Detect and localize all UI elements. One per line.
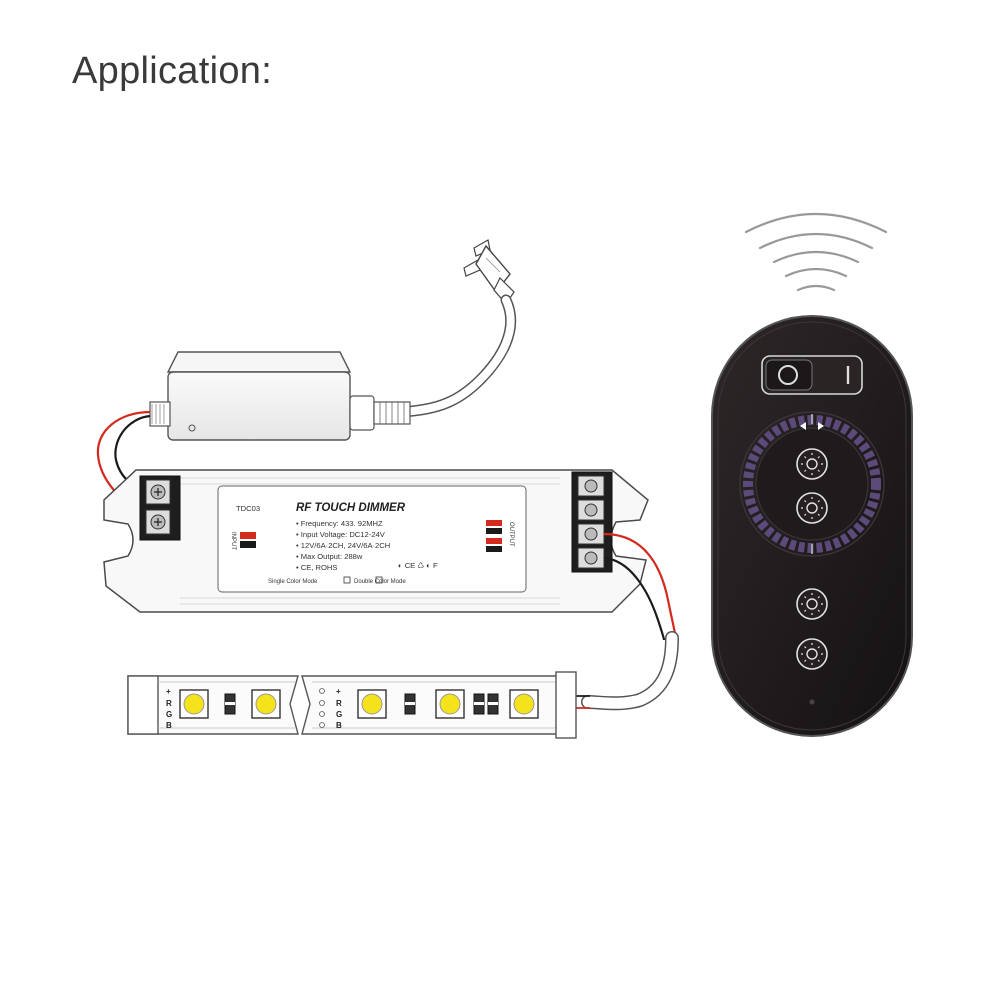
spec-line-1: • Frequency: 433. 92MHZ (296, 519, 383, 528)
power-toggle[interactable] (761, 355, 863, 395)
brightness-down-button[interactable] (796, 492, 828, 524)
power-off-icon (778, 365, 798, 385)
led-chip (179, 689, 209, 719)
wireless-signal-icon (744, 213, 888, 292)
strip-pin-r: R (166, 699, 172, 708)
power-supply-icon (149, 351, 411, 441)
led-chip (251, 689, 281, 719)
touch-ring[interactable] (739, 411, 885, 557)
strip-pin-b: B (336, 721, 342, 730)
strip-pin-b: B (166, 721, 172, 730)
plug-icon (463, 239, 515, 305)
brightness-up-button[interactable] (796, 448, 828, 480)
spec-line-2: • Input Voltage: DC12-24V (296, 530, 386, 539)
channel-2-button[interactable] (796, 638, 828, 670)
output-wire-black (603, 556, 666, 641)
strip-pin-g: G (336, 710, 342, 719)
input-label: INPUT (230, 532, 236, 550)
mode-double-label: Double Color Mode (354, 579, 406, 585)
strip-pin-r: R (336, 699, 342, 708)
strip-pin-plus: + (336, 687, 341, 696)
led-chip (435, 689, 465, 719)
dimmer-model: TDC03 (236, 504, 260, 513)
mode-single-label: Single Color Mode (268, 579, 318, 585)
spec-line-4: • Max Output: 288w (296, 552, 363, 561)
page-heading: Application: (72, 50, 273, 92)
output-label: OUTPUT (508, 522, 514, 547)
brightness-knob-icon (806, 598, 818, 610)
led-chip (357, 689, 387, 719)
brightness-knob-icon (806, 458, 818, 470)
led-chip (509, 689, 539, 719)
channel-1-button[interactable] (796, 588, 828, 620)
dimmer-controller-icon (103, 469, 649, 613)
spec-line-5: • CE, ROHS (296, 563, 337, 572)
brightness-knob-icon (806, 648, 818, 660)
spec-line-3: • 12V/6A·2CH, 24V/6A·2CH (296, 541, 390, 550)
strip-pin-plus: + (166, 687, 171, 696)
dimmer-title: RF TOUCH DIMMER (296, 502, 406, 514)
cert-marks: ◐ CE ♺ ◐ F (398, 561, 438, 570)
indicator-led (809, 699, 815, 705)
strip-pin-g: G (166, 710, 172, 719)
brightness-knob-icon (806, 502, 818, 514)
